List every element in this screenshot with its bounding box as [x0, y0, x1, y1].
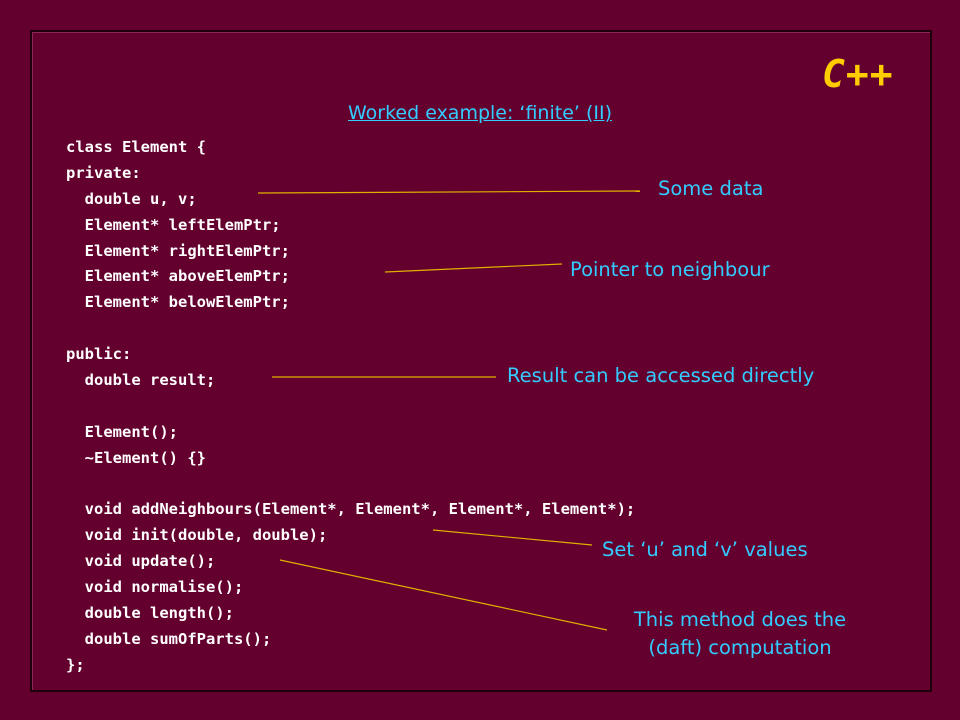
code-block: class Element { private: double u, v; El…: [66, 135, 635, 679]
slide-title: Worked example: ‘finite’ (II): [347, 102, 613, 124]
code-line: Element* leftElemPtr;: [66, 215, 281, 234]
annotation-pointer: Pointer to neighbour: [570, 258, 770, 281]
annotation-method-line1: This method does the: [633, 608, 847, 631]
code-line: void update();: [66, 552, 216, 571]
slide-frame: [30, 30, 932, 692]
code-line: double result;: [66, 371, 216, 390]
code-line: ~Element() {}: [66, 448, 206, 467]
code-line: double u, v;: [66, 189, 197, 208]
annotation-result: Result can be accessed directly: [507, 364, 815, 387]
code-line: double length();: [66, 604, 234, 623]
code-line: class Element {: [66, 138, 206, 156]
code-line: Element* aboveElemPtr;: [66, 267, 290, 286]
code-line: void init(double, double);: [66, 526, 328, 545]
code-line: void addNeighbours(Element*, Element*, E…: [66, 500, 636, 519]
annotation-set-uv: Set ‘u’ and ‘v’ values: [602, 538, 808, 561]
annotation-method-line2: (daft) computation: [648, 636, 832, 659]
code-line: Element* belowElemPtr;: [66, 293, 290, 312]
code-line: [66, 316, 635, 342]
code-line: Element();: [66, 422, 178, 441]
code-line: };: [66, 655, 85, 674]
code-line: void normalise();: [66, 578, 244, 597]
code-line: [66, 472, 635, 498]
annotation-method: This method does the (daft) computation: [600, 606, 880, 662]
code-line: Element* rightElemPtr;: [66, 241, 290, 260]
code-line: [66, 394, 635, 420]
annotation-some-data: Some data: [658, 177, 764, 200]
code-line: double sumOfParts();: [66, 629, 272, 648]
code-line: private:: [66, 163, 141, 182]
cpp-logo: C++: [822, 52, 894, 96]
code-line: public:: [66, 345, 132, 364]
